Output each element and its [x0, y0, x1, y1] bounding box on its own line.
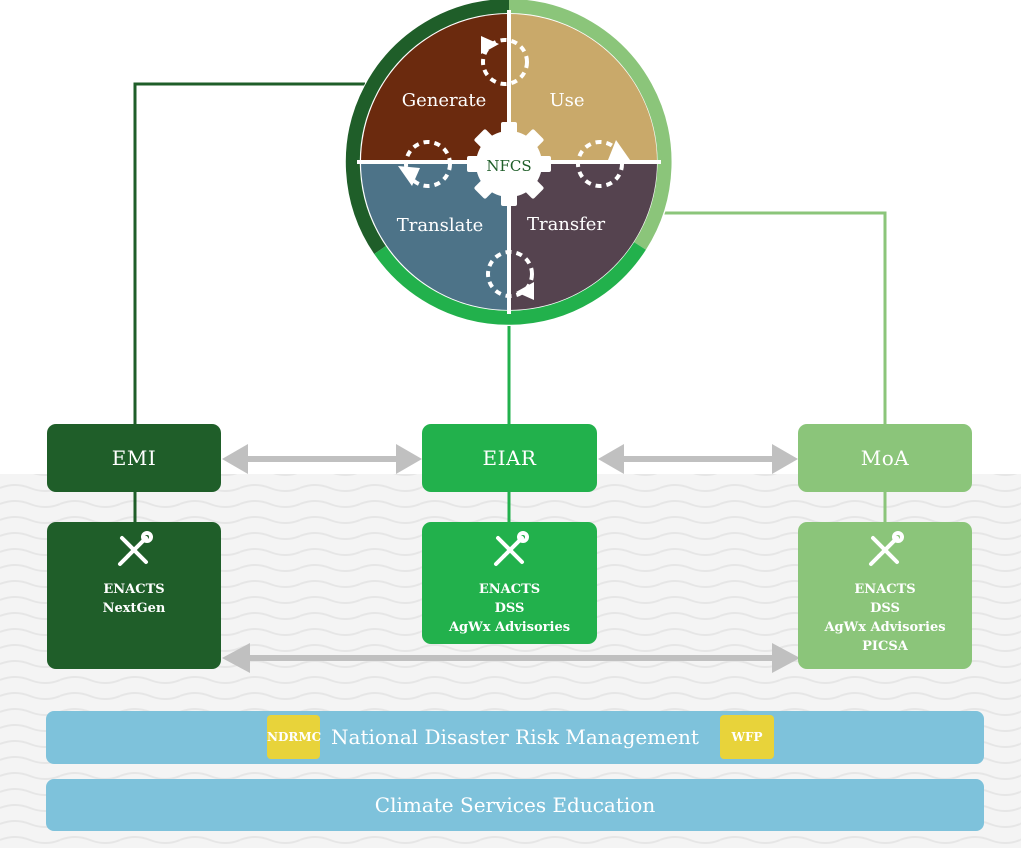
- wrench-screwdriver-icon: [869, 531, 904, 566]
- chip-ndrmc: NDRMC: [267, 715, 321, 759]
- arrow-emi-eiar: [222, 444, 422, 474]
- gear-icon: [467, 122, 551, 206]
- tool-item: ENACTS: [103, 582, 165, 597]
- tools-box-eiar: ENACTS DSS AgWx Advisories: [422, 522, 597, 644]
- band-disaster-risk: National Disaster Risk Management: [46, 711, 984, 764]
- arrow-emi-moa: [222, 643, 800, 673]
- ring-light-green: [508, 0, 672, 250]
- band-disaster-risk-label: National Disaster Risk Management: [331, 725, 699, 749]
- org-box-emi: EMI: [47, 424, 221, 492]
- rotating-arrow-icon: [486, 250, 534, 300]
- wrench-screwdriver-icon: [118, 531, 153, 566]
- tool-item: DSS: [870, 601, 900, 616]
- tool-item: AgWx Advisories: [824, 620, 946, 635]
- segment-label-generate: Generate: [402, 90, 487, 111]
- org-box-moa: MoA: [798, 424, 972, 492]
- connector-moa: [660, 211, 887, 426]
- wrench-screwdriver-icon: [493, 531, 529, 566]
- ring-mid-green: [374, 242, 646, 325]
- tools-box-moa: ENACTS DSS AgWx Advisories PICSA: [798, 522, 972, 669]
- band-education-label: Climate Services Education: [374, 793, 656, 817]
- tool-item: NextGen: [102, 601, 166, 616]
- segment-label-transfer: Transfer: [527, 214, 605, 235]
- connector-emi: [133, 82, 365, 426]
- tool-item: ENACTS: [854, 582, 916, 597]
- org-box-eiar: EIAR: [422, 424, 597, 492]
- arrow-eiar-moa: [598, 444, 798, 474]
- chip-wfp: WFP: [720, 715, 774, 759]
- tool-item: AgWx Advisories: [448, 620, 571, 635]
- segment-label-use: Use: [549, 90, 584, 111]
- segment-label-translate: Translate: [397, 215, 484, 236]
- band-education: Climate Services Education: [46, 779, 984, 831]
- tool-item: PICSA: [862, 639, 908, 654]
- tool-item: DSS: [494, 601, 525, 616]
- tool-item: ENACTS: [478, 582, 541, 597]
- rotating-arrow-icon: [481, 36, 529, 86]
- ring-dark-green: [345, 0, 510, 254]
- cycle-center-label: NFCS: [486, 157, 531, 175]
- tools-box-emi: ENACTS NextGen: [47, 522, 221, 669]
- nfcs-cycle: Generate Use Translate Transfer NFCS: [345, 0, 673, 326]
- rotating-arrow-icon: [398, 140, 452, 188]
- rotating-arrow-icon: [576, 140, 630, 188]
